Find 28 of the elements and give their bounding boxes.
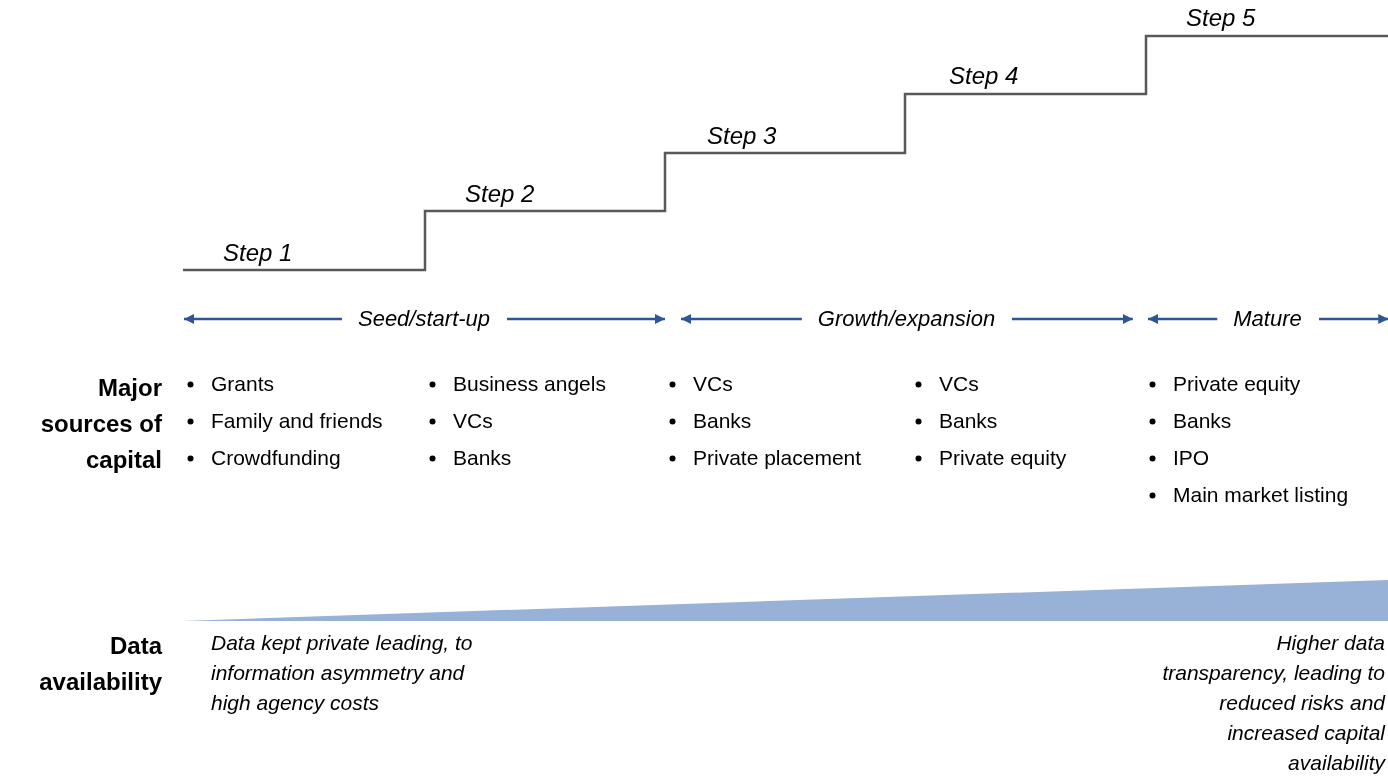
list-item: Private equity	[1173, 372, 1301, 395]
list-item: VCs	[693, 372, 733, 395]
note-text: Higher data transparency, leading to reduced risks and increased capital availability	[1161, 630, 1385, 776]
list-item: Banks	[693, 409, 752, 432]
list-item: Banks	[939, 409, 998, 432]
phase-label: Mature	[1233, 306, 1302, 332]
step-label: Step 3	[707, 121, 777, 151]
list-item: Banks	[453, 446, 512, 469]
list-item: Main market listing	[1173, 483, 1349, 506]
list-item: Grants	[211, 372, 275, 395]
list-item: IPO	[1173, 446, 1210, 469]
row-heading: Data availability	[38, 631, 162, 697]
phase-label: Growth/expansion	[817, 306, 996, 332]
step-label: Step 2	[465, 179, 535, 209]
list-item: VCs	[939, 372, 979, 395]
list-item: Crowdfunding	[211, 446, 341, 469]
row-heading: Major sources of capital	[39, 373, 162, 475]
list-item: Family and friends	[211, 409, 383, 432]
note-text: Data kept private leading, to information asymmetry and high agency costs	[211, 630, 474, 716]
step-label: Step 5	[1186, 3, 1256, 33]
step-label: Step 4	[949, 61, 1019, 91]
list-item: Private equity	[939, 446, 1067, 469]
list-item: Banks	[1173, 409, 1232, 432]
list-item: Business angels	[453, 372, 606, 395]
step-label: Step 1	[223, 238, 293, 268]
phase-label: Seed/start-up	[357, 306, 491, 332]
list-item: VCs	[453, 409, 493, 432]
list-item: Private placement	[693, 446, 862, 469]
